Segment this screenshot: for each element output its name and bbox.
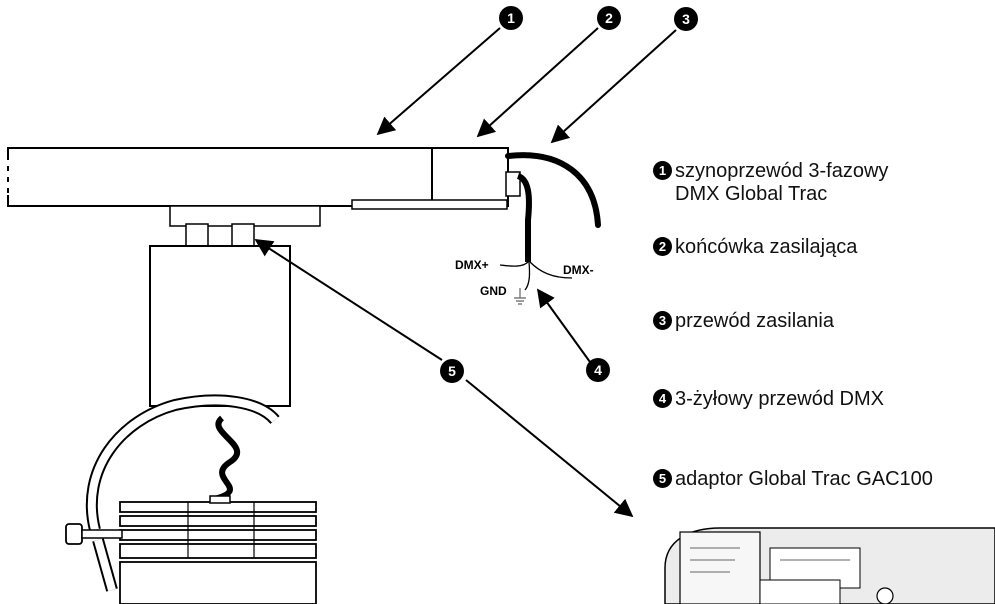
legend-item-4: 4 3-żyłowy przewód DMX: [653, 388, 884, 411]
legend-text-2: końcówka zasilająca: [675, 236, 858, 258]
legend-text-5: adaptor Global Trac GAC100: [675, 468, 933, 490]
callout-badge-4: 4: [586, 358, 610, 382]
callout-arrow-4: [536, 288, 591, 363]
power-cable: [505, 152, 601, 228]
wire-label-dmx-minus: DMX-: [563, 263, 594, 277]
svg-text:4: 4: [594, 362, 602, 378]
legend-badge-1: 1: [653, 161, 672, 180]
legend-badge-3: 3: [653, 311, 672, 330]
legend-item-5: 5 adaptor Global Trac GAC100: [653, 468, 933, 491]
legend-item-3: 3 przewód zasilania: [653, 310, 834, 333]
callout-arrow-5a: [254, 239, 443, 361]
svg-text:3: 3: [682, 11, 690, 27]
legend-text-1: szynoprzewód 3-fazowy: [675, 160, 889, 182]
legend-badge-2: 2: [653, 237, 672, 256]
callout-badge-1: 1: [499, 6, 523, 30]
internal-cable: [215, 415, 241, 501]
callout-badge-3: 3: [674, 7, 698, 31]
svg-text:5: 5: [448, 363, 456, 379]
legend-item-1: 1 szynoprzewód 3-fazowy DMX Global Trac: [653, 160, 888, 206]
legend-text-1b: DMX Global Trac: [675, 183, 828, 205]
legend-item-2: 2 końcówka zasilająca: [653, 236, 857, 259]
power-feed-end: [351, 147, 521, 210]
tilt-knob: [65, 523, 123, 545]
callout-badge-5: 5: [440, 359, 464, 383]
svg-text:1: 1: [507, 10, 515, 26]
dmx-cable: [499, 173, 573, 305]
callout-arrow-1: [376, 27, 501, 136]
fixture-body: [149, 245, 291, 407]
callout-badge-2: 2: [597, 6, 621, 30]
track-adapter-mount: [169, 205, 321, 247]
legend-badge-5: 5: [653, 469, 672, 488]
fixture-head: [119, 495, 317, 604]
wire-label-dmx-plus: DMX+: [455, 258, 489, 272]
legend-text-3: przewód zasilania: [675, 310, 834, 332]
callout-arrow-3: [550, 29, 677, 144]
callout-arrow-2: [476, 27, 599, 138]
adapter-detail-illustration: [664, 527, 995, 604]
legend-text-4: 3-żyłowy przewód DMX: [675, 388, 884, 410]
fixture-yoke: [85, 394, 280, 592]
wire-label-gnd: GND: [480, 284, 507, 298]
callout-arrow-5b: [465, 379, 634, 518]
track-rail: [6, 147, 509, 207]
legend-badge-4: 4: [653, 389, 672, 408]
svg-text:2: 2: [605, 10, 613, 26]
ground-symbol-icon: [514, 288, 526, 305]
